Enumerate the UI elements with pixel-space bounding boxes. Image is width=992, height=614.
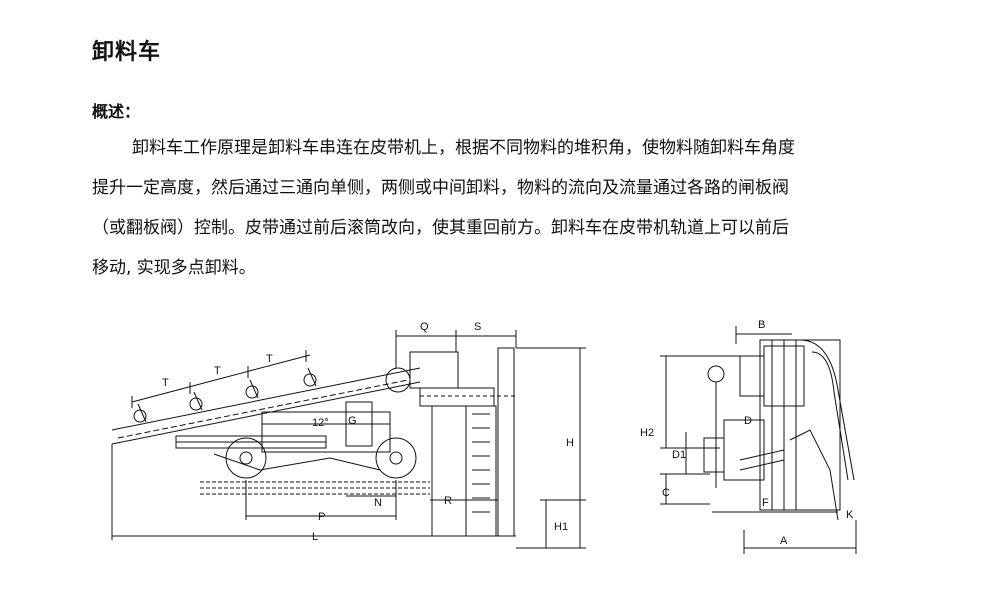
label-r: R bbox=[444, 495, 452, 507]
label-n: N bbox=[374, 497, 382, 509]
label-angle: 12° bbox=[312, 417, 329, 429]
label-g: G bbox=[348, 415, 357, 427]
label-l: L bbox=[312, 531, 318, 543]
label-d1: D1 bbox=[672, 449, 686, 461]
paragraph-line: （或翻板阀）控制。皮带通过前后滚筒改向，使其重回前方。卸料车在皮带机轨道上可以前… bbox=[92, 218, 789, 238]
overview-paragraph: 卸料车工作原理是卸料车串连在皮带机上，根据不同物料的堆积角，使物料随卸料车角度 … bbox=[92, 128, 914, 288]
label-d: D bbox=[744, 415, 752, 427]
end-view-drawing bbox=[660, 326, 857, 554]
label-h1: H1 bbox=[554, 521, 568, 533]
label-t3: T bbox=[266, 353, 273, 365]
label-h: H bbox=[566, 437, 574, 449]
label-p: P bbox=[318, 511, 325, 523]
side-view-drawing bbox=[111, 330, 586, 549]
label-a: A bbox=[780, 535, 788, 547]
paragraph-line: 提升一定高度，然后通过三通向单侧，两侧或中间卸料，物料的流向及流量通过各路的闸板… bbox=[92, 178, 789, 198]
label-f: F bbox=[762, 497, 769, 509]
label-b: B bbox=[758, 319, 765, 331]
page-title: 卸料车 bbox=[92, 40, 162, 65]
label-s: S bbox=[474, 321, 481, 333]
label-h2: H2 bbox=[640, 427, 654, 439]
label-c: C bbox=[662, 487, 670, 499]
paragraph-line: 移动, 实现多点卸料。 bbox=[92, 258, 256, 278]
paragraph-line: 卸料车工作原理是卸料车串连在皮带机上，根据不同物料的堆积角，使物料随卸料车角度 bbox=[132, 138, 795, 158]
label-q: Q bbox=[420, 321, 429, 333]
label-t1: T bbox=[162, 377, 169, 389]
label-k: K bbox=[846, 509, 854, 521]
label-t2: T bbox=[214, 365, 221, 377]
overview-heading: 概述： bbox=[92, 102, 141, 121]
